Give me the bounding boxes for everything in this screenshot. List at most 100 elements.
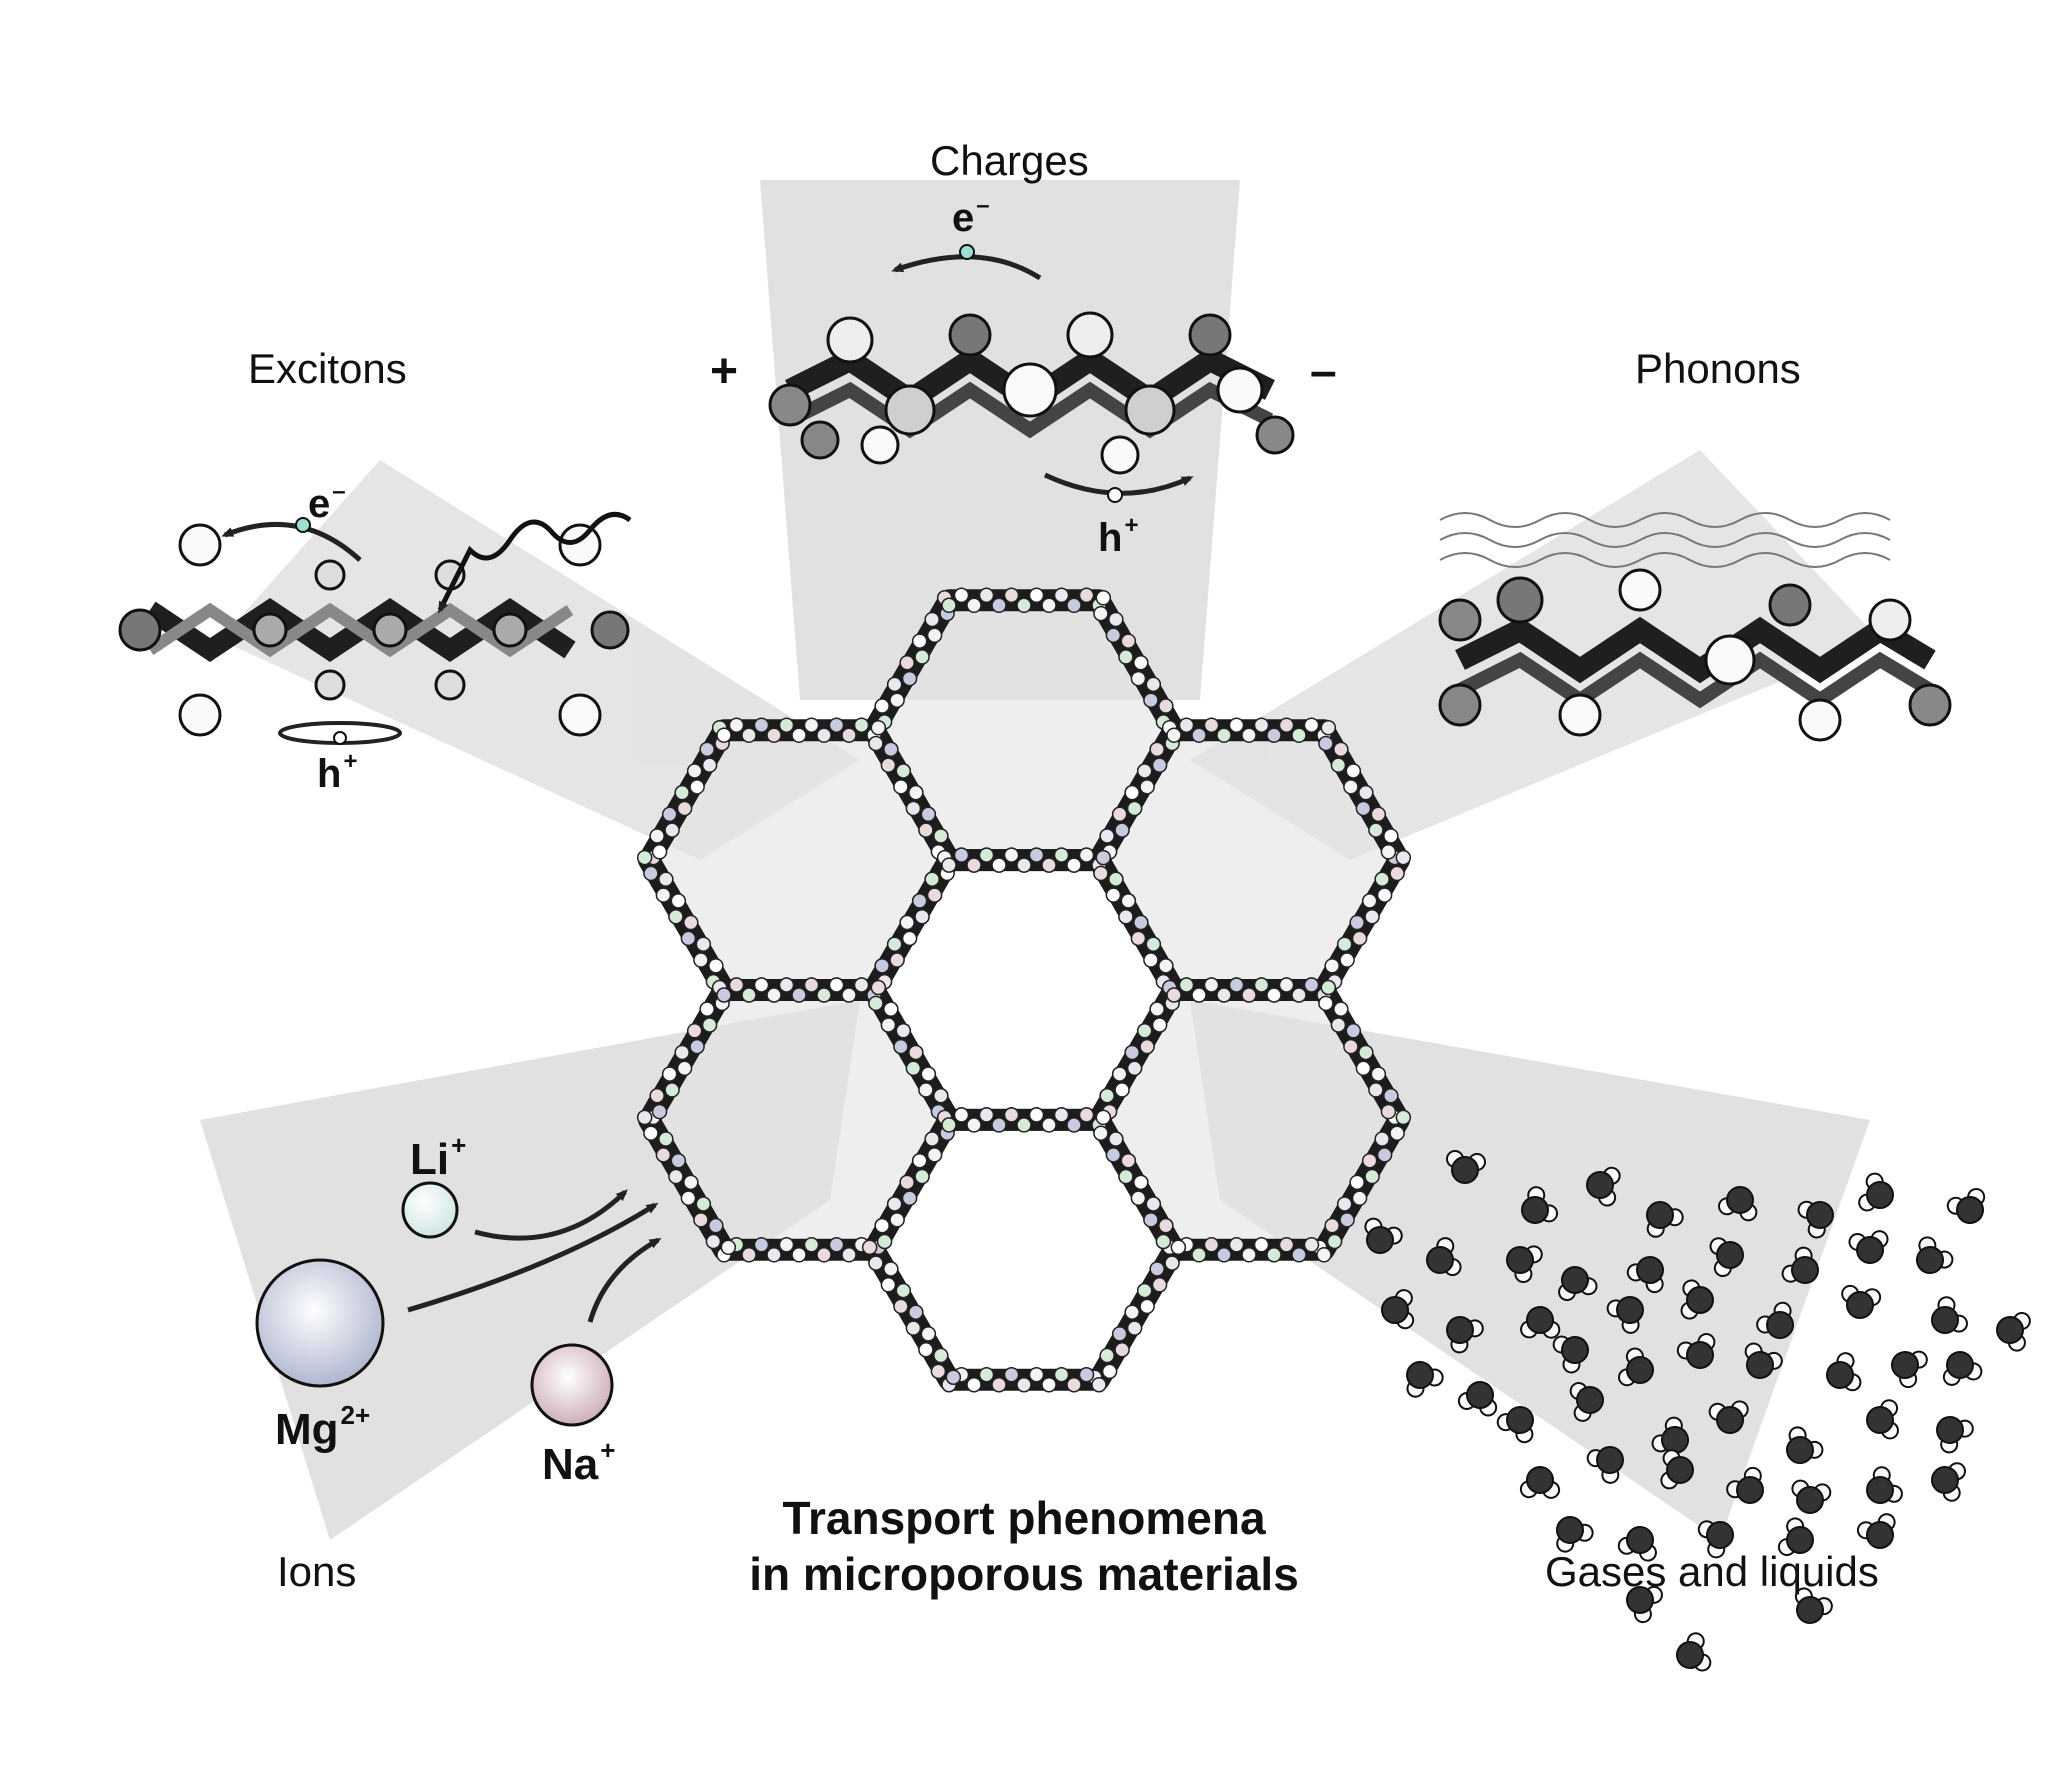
li-ion xyxy=(401,1181,459,1239)
framework-atom xyxy=(1133,914,1149,931)
phonon-waves xyxy=(1439,512,1891,568)
framework-atom xyxy=(978,1107,995,1123)
framework-atom xyxy=(1149,1001,1165,1017)
framework-atom xyxy=(1166,727,1182,743)
framework-atom xyxy=(695,936,712,952)
na-label: Na+ xyxy=(542,1435,616,1489)
water-molecule xyxy=(1617,1526,1657,1562)
framework-atom xyxy=(978,1366,995,1383)
framework-atom xyxy=(1105,627,1122,644)
framework-atom xyxy=(1178,717,1195,733)
water-molecule xyxy=(1680,1279,1714,1320)
water-molecule xyxy=(1797,1200,1834,1239)
framework-atom xyxy=(1016,1117,1032,1133)
positive-electrode-sign: + xyxy=(710,345,739,398)
framework-atom xyxy=(1303,1237,1320,1253)
gas-molecules xyxy=(1364,1150,2031,1672)
framework-atom xyxy=(1108,611,1124,628)
framework-atom xyxy=(1093,865,1109,882)
water-molecule xyxy=(1519,1466,1561,1499)
framework-atom xyxy=(1078,587,1095,604)
framework-atom xyxy=(914,649,930,665)
framework-atom xyxy=(933,1347,949,1364)
framework-atom xyxy=(1078,847,1095,863)
framework-atom xyxy=(1320,979,1337,996)
phonons-molecule xyxy=(1438,568,1952,742)
framework-atom xyxy=(876,1233,893,1250)
excitons-electron-dot xyxy=(295,517,311,533)
framework-atom xyxy=(889,692,905,708)
framework-atom xyxy=(901,930,918,947)
framework-atom xyxy=(868,995,884,1012)
framework-atom xyxy=(661,1066,678,1082)
framework-atom xyxy=(1203,1237,1220,1253)
framework-atom xyxy=(643,1125,659,1141)
framework-atom xyxy=(1133,1174,1149,1191)
water-molecule xyxy=(1777,1517,1814,1557)
framework-atom xyxy=(658,1131,674,1147)
water-molecule xyxy=(1446,1316,1484,1354)
framework-atom xyxy=(686,1023,703,1039)
framework-atom xyxy=(828,1237,845,1253)
framework-atom xyxy=(1139,1298,1155,1315)
framework-atom xyxy=(1133,654,1149,671)
framework-atom xyxy=(689,779,705,795)
framework-atom xyxy=(701,757,718,773)
framework-atom xyxy=(893,1038,909,1055)
framework-atom xyxy=(1078,1366,1095,1383)
framework-atom xyxy=(920,806,937,823)
framework-atom xyxy=(1066,597,1082,614)
water-molecule xyxy=(1946,1187,1986,1224)
water-molecule xyxy=(1794,1587,1833,1624)
framework-atom xyxy=(1266,1247,1282,1263)
water-molecule xyxy=(1406,1361,1444,1398)
water-molecule xyxy=(1826,1352,1862,1392)
framework-atom xyxy=(953,847,970,863)
framework-atom xyxy=(1395,1109,1412,1126)
framework-atom xyxy=(651,1103,668,1120)
framework-atom xyxy=(945,1369,962,1385)
framework-atom xyxy=(1003,847,1020,863)
framework-atom xyxy=(1145,936,1162,952)
framework-atom xyxy=(1380,844,1397,860)
framework-atom xyxy=(705,1233,722,1250)
framework-atom xyxy=(1370,1066,1387,1082)
framework-atom xyxy=(766,1247,782,1263)
framework-atom xyxy=(1228,1237,1245,1253)
framework-atom xyxy=(701,1017,718,1033)
framework-atom xyxy=(778,977,795,993)
framework-atom xyxy=(1345,763,1362,779)
water-molecule xyxy=(1744,1342,1783,1379)
framework-atom xyxy=(1316,1247,1332,1263)
framework-atom xyxy=(1016,1376,1032,1393)
framework-atom xyxy=(1111,1326,1128,1342)
framework-atom xyxy=(741,727,757,743)
framework-atom xyxy=(766,727,782,743)
framework-atom xyxy=(1349,914,1365,931)
water-molecule xyxy=(1626,1585,1663,1624)
framework-atom xyxy=(1364,1168,1380,1185)
framework-atom xyxy=(1003,1107,1020,1123)
framework-atom xyxy=(1108,871,1124,887)
framework-atom xyxy=(1395,849,1412,866)
framework-atom xyxy=(868,1255,884,1271)
framework-atom xyxy=(1349,1174,1365,1191)
water-molecule xyxy=(1660,1449,1694,1490)
water-molecule xyxy=(1931,1462,1966,1502)
mg-label: Mg2+ xyxy=(275,1400,371,1454)
framework-atom xyxy=(1066,857,1082,873)
framework-atom xyxy=(1101,1363,1118,1380)
framework-atom xyxy=(1333,741,1349,758)
framework-atom xyxy=(1143,952,1159,968)
framework-atom xyxy=(966,1117,982,1133)
framework-atom xyxy=(911,1152,928,1169)
framework-atom xyxy=(1099,828,1115,844)
framework-atom xyxy=(1368,1082,1384,1098)
framework-atom xyxy=(803,717,820,733)
label-gases-liquids: Gases and liquids xyxy=(1545,1548,1879,1595)
framework-atom xyxy=(658,871,674,887)
excitons-hole-dot xyxy=(333,731,347,745)
water-molecule xyxy=(1586,1166,1621,1207)
framework-atom xyxy=(1041,857,1057,873)
diagram-title: Transport phenomena in microporous mater… xyxy=(704,1490,1344,1602)
